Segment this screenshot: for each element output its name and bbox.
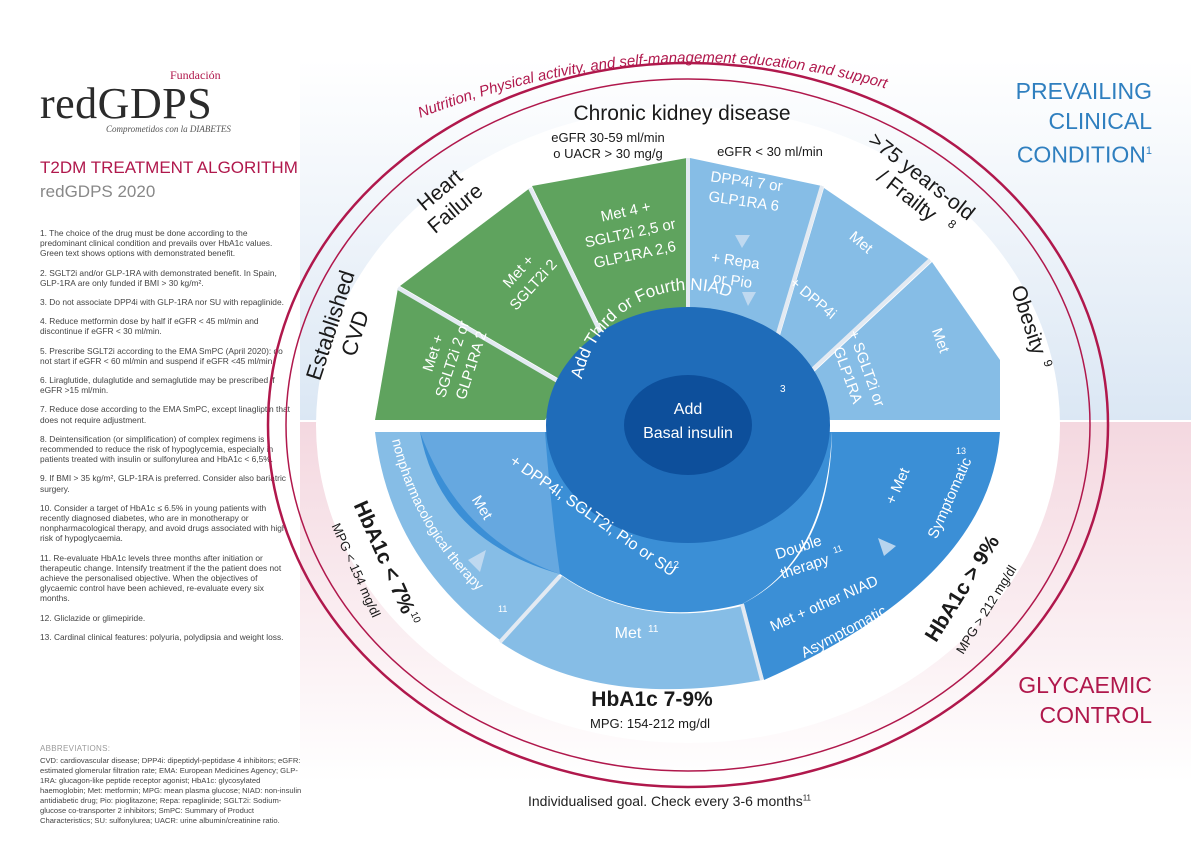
segment-ckd1 — [532, 158, 687, 340]
svg-text:or Pio: or Pio — [712, 270, 753, 292]
segment-low-inner — [420, 432, 560, 574]
note-12: 12. Gliclazide or glimepiride. — [40, 612, 146, 623]
logo-tagline: Comprometidos con la DIABETES — [106, 124, 231, 134]
glycaemic-heading: GLYCAEMIC CONTROL — [1018, 672, 1152, 728]
note-7: 7. Reduce dose according to the EMA SmPC… — [40, 404, 290, 425]
abbreviations-title: ABBREVIATIONS: — [40, 744, 111, 753]
note-2: 2. SGLT2i and/or GLP-1RA with demonstrat… — [40, 267, 277, 288]
note-4: 4. Reduce metformin dose by half if eGFR… — [40, 316, 259, 337]
document-subtitle: redGDPS 2020 — [40, 182, 156, 201]
label-ckd: Chronic kidney disease — [573, 102, 790, 125]
text-mid-outer: Met — [615, 625, 642, 642]
target-mid-mpg: MPG: 154-212 mg/dl — [590, 716, 710, 731]
document-title: T2DM TREATMENT ALGORITHM — [40, 158, 298, 177]
text-mid-outer-sup: 11 — [648, 624, 659, 635]
note-11: 11. Re-evaluate HbA1c levels three month… — [40, 552, 282, 604]
note-1: 1. The choice of the drug must be done a… — [40, 228, 273, 259]
logo-name: redGDPS — [40, 79, 213, 128]
separators — [396, 158, 932, 681]
note-13: 13. Cardinal clinical features: polyuria… — [40, 631, 284, 642]
outer-ring-inner — [285, 78, 1091, 772]
center-core — [624, 375, 752, 475]
svg-text:+ Repa: + Repa — [710, 249, 761, 273]
arrows — [468, 235, 896, 572]
text-high-sym-sup: 13 — [956, 446, 966, 456]
segment-frailty — [778, 188, 930, 370]
svg-text:9: 9 — [1040, 358, 1055, 369]
note-10: 10. Consider a target of HbA1c ≤ 6.5% in… — [40, 502, 287, 544]
note-5: 5. Prescribe SGLT2i according to the EMA… — [40, 345, 283, 366]
center-ring-sup: 3 — [780, 384, 786, 395]
note-3: 3. Do not associate DPP4i with GLP-1RA n… — [40, 297, 284, 308]
segment-cvd — [375, 288, 566, 420]
target-mid: HbA1c 7-9% — [591, 688, 713, 711]
footer-goal: Individualised goal. Check every 3-6 mon… — [528, 793, 812, 809]
abbreviations-text: CVD: cardiovascular disease; DPP4i: dipe… — [40, 756, 302, 825]
label-ckd-egfr2: eGFR < 30 ml/min — [717, 144, 823, 159]
text-nonpharm-sup: 11 — [498, 604, 507, 614]
prevailing-heading: PREVAILING CLINICAL CONDITION1 — [1015, 78, 1152, 168]
segment-ckd2 — [690, 158, 822, 340]
note-8: 8. Deintensification (or simplification)… — [40, 433, 274, 465]
note-9: 9. If BMI > 35 kg/m², GLP-1RA is preferr… — [40, 473, 286, 494]
segment-high — [742, 432, 1000, 680]
segment-obesity — [814, 262, 1000, 420]
footnotes-list: 1. The choice of the drug must be done a… — [40, 228, 292, 651]
text-mid-inner-sup: 12 — [668, 560, 680, 571]
center-line-1: Add — [674, 401, 702, 418]
segment-mid-outer — [500, 576, 762, 690]
label-ckd-uacr: o UACR > 30 mg/g — [553, 146, 662, 161]
outer-ring — [266, 61, 1110, 789]
svg-text:11: 11 — [832, 543, 844, 555]
logo-fundacion: Fundación — [170, 68, 221, 82]
label-ckd-egfr1: eGFR 30-59 ml/min — [551, 130, 664, 145]
center-line-2: Basal insulin — [643, 425, 733, 442]
svg-text:10: 10 — [408, 610, 423, 625]
note-6: 6. Liraglutide, dulaglutide and semaglut… — [40, 375, 275, 396]
